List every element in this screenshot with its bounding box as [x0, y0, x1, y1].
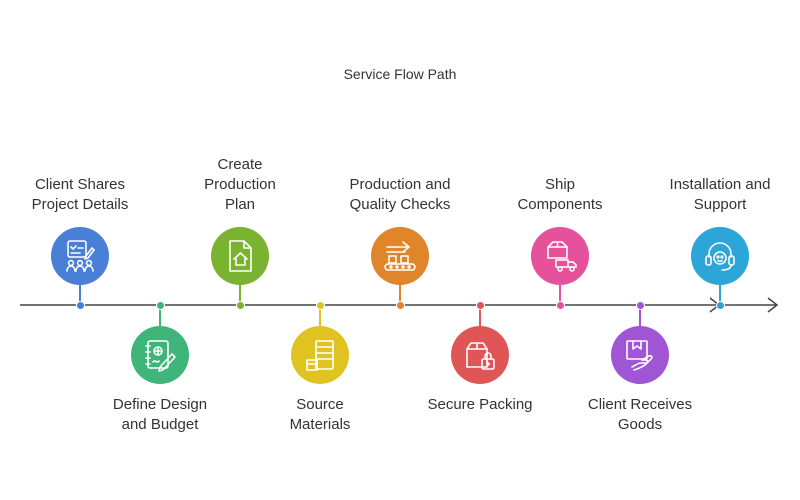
stage-icon-circle — [131, 326, 189, 384]
stage-connector — [559, 285, 561, 305]
materials-stack-icon — [306, 340, 334, 371]
stage-connector — [319, 305, 321, 326]
stage-connector — [239, 285, 241, 305]
production-plan-document-icon — [229, 240, 252, 272]
timeline-arrowhead-icon — [767, 297, 779, 313]
stage-icon-circle — [51, 227, 109, 285]
stage-marker-dot — [635, 300, 645, 310]
diagram-title: Service Flow Path — [343, 66, 457, 82]
stage-icon-circle — [451, 326, 509, 384]
stage-marker-dot — [555, 300, 565, 310]
stage-icon-circle — [611, 326, 669, 384]
stage-marker-dot — [475, 300, 485, 310]
stage-marker-dot — [315, 300, 325, 310]
stage-icon-circle — [531, 227, 589, 285]
stage-icon-circle — [291, 326, 349, 384]
stage-icon-circle — [371, 227, 429, 285]
stage-connector — [399, 285, 401, 305]
stage-connector — [79, 285, 81, 305]
stage-connector — [639, 305, 641, 326]
stage-marker-dot — [235, 300, 245, 310]
design-budget-icon — [145, 340, 176, 372]
stage-connector — [479, 305, 481, 326]
stage-connector — [719, 285, 721, 305]
stage-marker-dot — [395, 300, 405, 310]
conveyor-belt-icon — [384, 241, 416, 271]
stage-marker-dot — [75, 300, 85, 310]
locked-box-icon — [466, 342, 495, 370]
stage-icon-circle — [691, 227, 749, 285]
stage-marker-dot — [715, 300, 725, 310]
stage-icon-circle — [211, 227, 269, 285]
stage-connector — [159, 305, 161, 326]
delivery-truck-icon — [547, 241, 577, 272]
stage-label: Secure Packing — [427, 396, 533, 413]
support-headset-icon — [705, 242, 735, 271]
client-checklist-icon — [66, 240, 95, 272]
stage-secure-packing: Secure Packing — [420, 0, 540, 500]
received-package-icon — [626, 340, 653, 371]
stage-marker-dot — [155, 300, 165, 310]
